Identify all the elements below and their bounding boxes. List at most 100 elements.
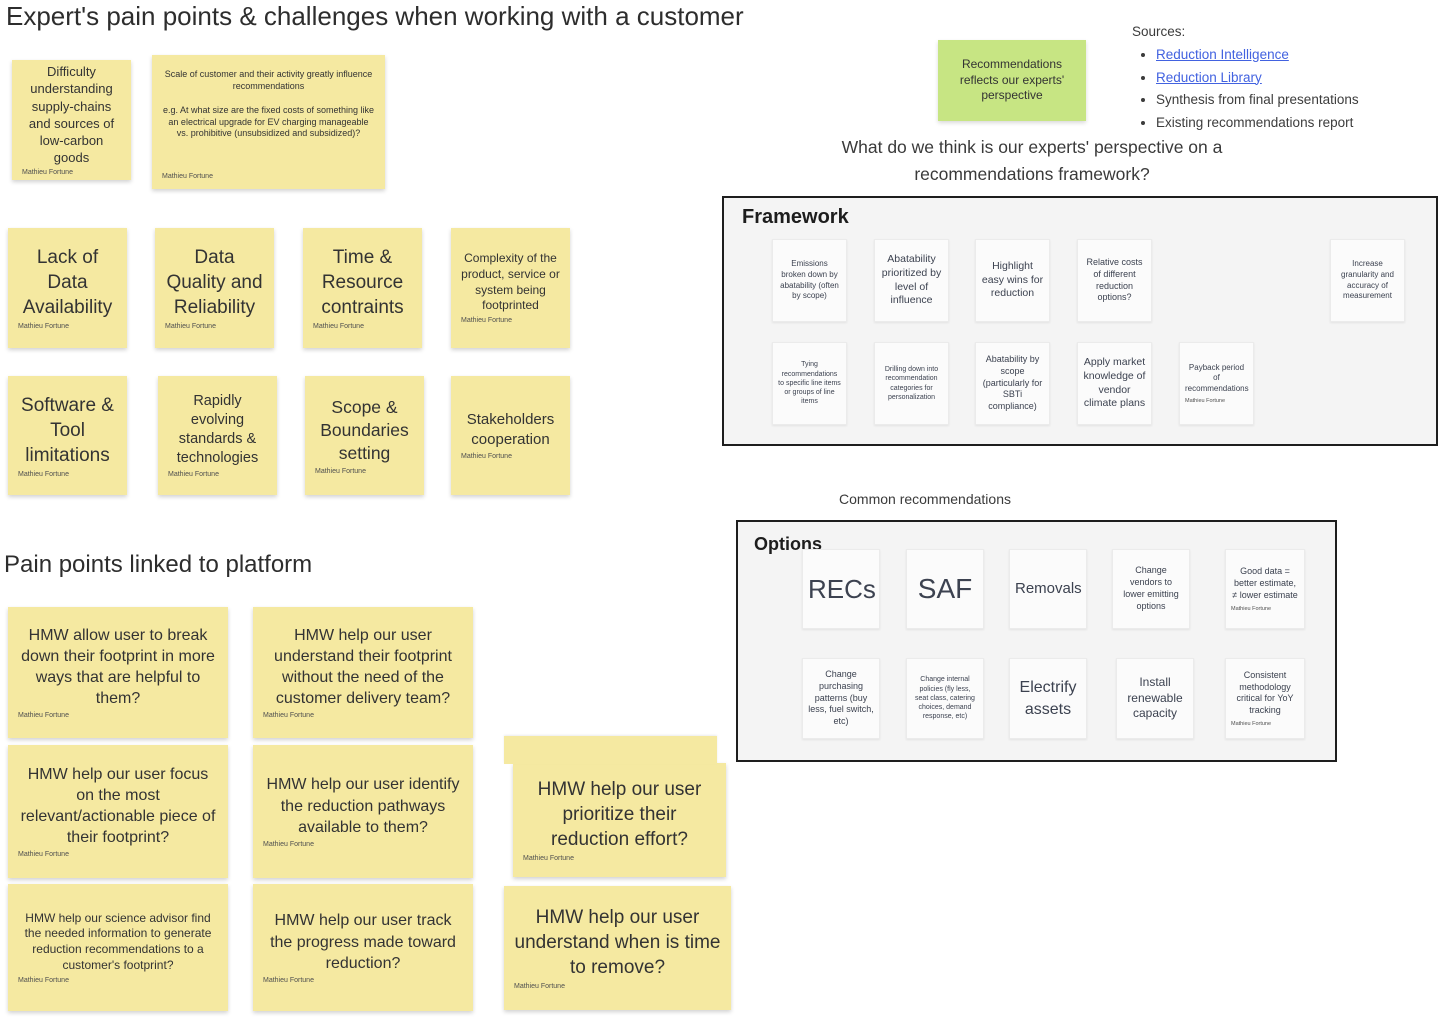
platform-section-title[interactable]: Pain points linked to platform [4, 551, 313, 578]
sticky-note-green[interactable]: Recommendations reflects our experts' pe… [938, 40, 1086, 121]
note-author: Mathieu Fortune [18, 470, 69, 478]
sticky-note[interactable]: Change vendors to lower emitting options [1112, 549, 1190, 629]
sticky-note[interactable]: HMW help our user track the progress mad… [253, 884, 473, 1011]
sticky-note[interactable]: Relative costs of different reduction op… [1077, 239, 1152, 322]
note-text: HMW help our science advisor find the ne… [24, 910, 212, 972]
sticky-note[interactable]: Payback period of recommendations Mathie… [1179, 342, 1254, 425]
source-item: Reduction Intelligence [1156, 45, 1359, 65]
note-text: Time & Resource contraints [321, 247, 404, 319]
note-text: Apply market knowledge of vendor climate… [1083, 355, 1146, 410]
note-text: Abatability by scope (particularly for S… [982, 353, 1043, 412]
sticky-note[interactable]: Removals [1009, 549, 1087, 629]
source-link-reduction-library[interactable]: Reduction Library [1156, 69, 1262, 85]
framework-panel-title: Framework [742, 206, 849, 228]
note-author: Mathieu Fortune [461, 452, 512, 460]
common-recommendations-label[interactable]: Common recommendations [839, 491, 1011, 507]
note-text: Emissions broken down by abatability (of… [780, 259, 839, 301]
note-text: Change internal policies (fly less, seat… [915, 676, 975, 721]
sources-list: Reduction Intelligence Reduction Library… [1132, 45, 1359, 134]
sticky-note[interactable]: Scope & Boundaries setting Mathieu Fortu… [305, 376, 424, 495]
note-author: Mathieu Fortune [461, 317, 512, 325]
sticky-note[interactable]: Emissions broken down by abatability (of… [772, 239, 847, 322]
sticky-note[interactable]: Software & Tool limitations Mathieu Fort… [8, 376, 127, 495]
sticky-note[interactable]: Change purchasing patterns (buy less, fu… [802, 658, 880, 739]
board-title[interactable]: Expert's pain points & challenges when w… [6, 1, 744, 31]
note-author: Mathieu Fortune [1231, 605, 1272, 612]
note-text: Install renewable capacity [1127, 674, 1183, 721]
sticky-note[interactable]: Time & Resource contraints Mathieu Fortu… [303, 228, 422, 348]
sticky-note[interactable]: Change internal policies (fly less, seat… [906, 658, 984, 739]
note-text: Relative costs of different reduction op… [1086, 256, 1143, 303]
note-author: Mathieu Fortune [514, 983, 565, 991]
sticky-note[interactable]: Drilling down into recommendation catego… [874, 342, 949, 425]
sticky-note[interactable]: Scale of customer and their activity gre… [152, 55, 385, 189]
sticky-note[interactable]: Abatability by scope (particularly for S… [975, 342, 1050, 425]
sticky-note[interactable]: HMW help our user identify the reduction… [253, 745, 473, 878]
sticky-note[interactable]: RECs [802, 549, 880, 629]
sticky-note[interactable]: Difficulty understanding supply-chains a… [12, 60, 131, 180]
note-author: Mathieu Fortune [523, 855, 574, 863]
note-author: Mathieu Fortune [22, 169, 73, 177]
sticky-note[interactable]: Highlight easy wins for reduction [975, 239, 1050, 322]
sticky-note[interactable]: Abatability prioritized by level of infl… [874, 239, 949, 322]
note-author: Mathieu Fortune [313, 323, 364, 331]
note-text: HMW help our user track the progress mad… [270, 912, 456, 972]
source-link-reduction-intelligence[interactable]: Reduction Intelligence [1156, 46, 1289, 62]
note-author: Mathieu Fortune [263, 712, 314, 720]
sticky-note[interactable]: SAF [906, 549, 984, 629]
note-author: Mathieu Fortune [315, 467, 366, 475]
note-text: Electrify assets [1019, 679, 1077, 718]
note-text: Tying recommendations to specific line i… [778, 361, 841, 406]
note-text: Payback period of recommendations [1185, 362, 1249, 393]
sticky-note[interactable]: Complexity of the product, service or sy… [451, 228, 570, 348]
sticky-note[interactable]: Lack of Data Availability Mathieu Fortun… [8, 228, 127, 348]
sticky-note[interactable]: Rapidly evolving standards & technologie… [158, 376, 277, 495]
sticky-note[interactable]: HMW help our user focus on the most rele… [8, 745, 228, 878]
note-text: HMW help our user understand when is tim… [514, 907, 721, 979]
note-text: SAF [917, 572, 973, 604]
sticky-note[interactable]: Tying recommendations to specific line i… [772, 342, 847, 425]
note-author: Mathieu Fortune [1231, 721, 1272, 728]
note-author: Mathieu Fortune [18, 851, 69, 859]
note-text: HMW help our user understand their footp… [274, 626, 452, 708]
note-text: Stakeholders cooperation [466, 411, 555, 449]
note-author: Mathieu Fortune [18, 712, 69, 720]
sticky-note[interactable]: Increase granularity and accuracy of mea… [1330, 239, 1405, 322]
sticky-note[interactable]: Stakeholders cooperation Mathieu Fortune [451, 376, 570, 495]
note-text: Complexity of the product, service or sy… [461, 251, 560, 313]
note-text: Removals [1015, 580, 1082, 598]
note-text: HMW help our user focus on the most rele… [20, 765, 216, 847]
framework-panel[interactable]: Framework Emissions broken down by abata… [722, 196, 1438, 446]
source-item: Existing recommendations report [1156, 113, 1359, 133]
sticky-note-stack[interactable]: HMW help our user prioritize their reduc… [504, 736, 726, 877]
sticky-note[interactable]: HMW help our user understand their footp… [253, 607, 473, 738]
sources-block: Sources: Reduction Intelligence Reductio… [1132, 22, 1359, 136]
note-text: Change vendors to lower emitting options [1123, 565, 1179, 611]
source-item: Synthesis from final presentations [1156, 90, 1359, 110]
source-text: Synthesis from final presentations [1156, 92, 1359, 108]
note-text: RECs [808, 573, 876, 604]
sticky-note[interactable]: HMW help our science advisor find the ne… [8, 884, 228, 1011]
framework-question[interactable]: What do we think is our experts' perspec… [841, 137, 1223, 185]
sticky-note[interactable]: Good data = better estimate, ≠ lower est… [1225, 549, 1305, 629]
note-text: Rapidly evolving standards & technologie… [176, 392, 259, 467]
source-text: Existing recommendations report [1156, 115, 1354, 130]
note-text: HMW help our user identify the reduction… [266, 776, 460, 836]
note-author: Mathieu Fortune [165, 323, 216, 331]
sticky-note[interactable]: HMW help our user understand when is tim… [504, 886, 731, 1010]
options-panel[interactable]: Options RECs SAF Removals Change vendors… [736, 520, 1337, 762]
sticky-note[interactable]: Install renewable capacity [1116, 658, 1194, 739]
source-item: Reduction Library [1156, 68, 1359, 88]
note-text: Software & Tool limitations [21, 394, 114, 466]
note-author: Mathieu Fortune [1185, 398, 1226, 405]
sticky-note[interactable]: Electrify assets [1009, 658, 1087, 739]
note-text: Difficulty understanding supply-chains a… [28, 64, 115, 165]
sticky-note[interactable]: HMW allow user to break down their footp… [8, 607, 228, 738]
sticky-note[interactable]: Data Quality and Reliability Mathieu For… [155, 228, 274, 348]
sticky-note[interactable]: Consistent methodology critical for YoY … [1225, 658, 1305, 739]
note-text: Highlight easy wins for reduction [981, 259, 1044, 300]
note-text: Increase granularity and accuracy of mea… [1341, 259, 1394, 301]
note-author: Mathieu Fortune [18, 323, 69, 331]
sticky-note[interactable]: Apply market knowledge of vendor climate… [1077, 342, 1152, 425]
